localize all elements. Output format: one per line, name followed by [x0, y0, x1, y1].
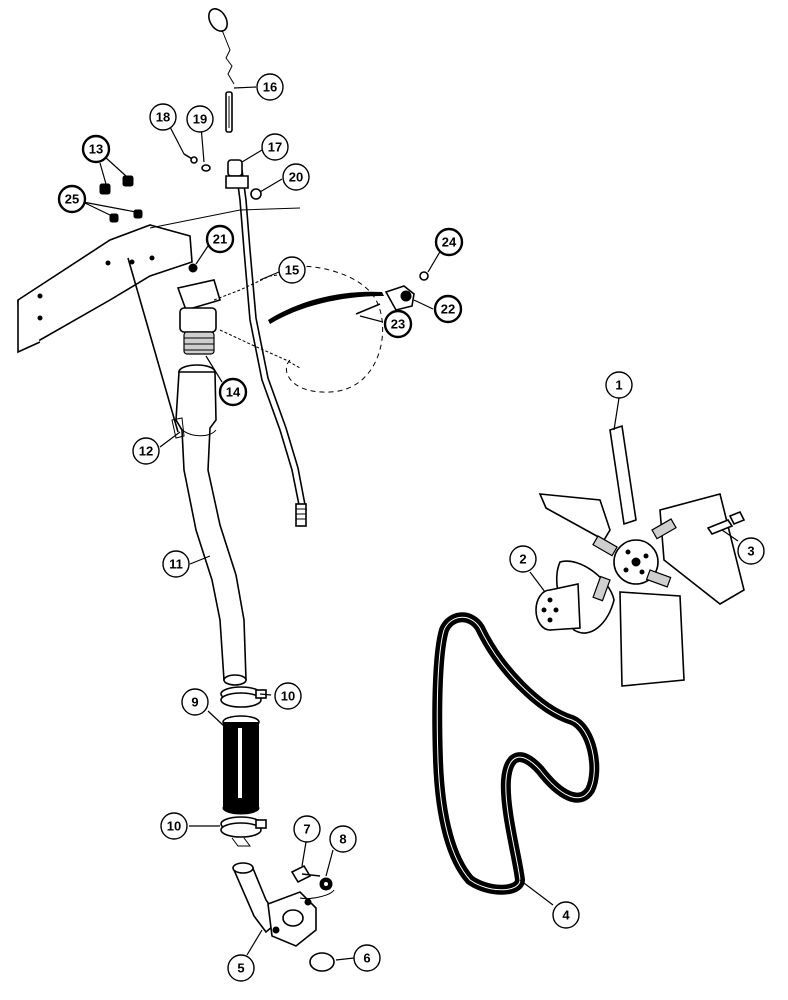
- callout-19: 19: [186, 105, 214, 133]
- svg-text:16: 16: [263, 80, 277, 95]
- svg-text:13: 13: [89, 142, 103, 157]
- lower-hose-clamp: [220, 816, 267, 838]
- gasket: [309, 952, 335, 972]
- svg-text:2: 2: [519, 552, 526, 567]
- callout-3: 3: [737, 537, 765, 565]
- dipstick-tube: [235, 169, 307, 527]
- svg-text:11: 11: [169, 557, 183, 572]
- callout-16: 16: [256, 73, 284, 101]
- callout-12: 12: [132, 437, 160, 465]
- callout-4: 4: [552, 901, 580, 929]
- small-hardware: [183, 153, 262, 200]
- callout-6: 6: [353, 944, 381, 972]
- chain-clip: [355, 271, 429, 315]
- svg-text:22: 22: [441, 302, 455, 317]
- hose: [222, 715, 260, 815]
- callout-15: 15: [278, 256, 306, 284]
- svg-text:21: 21: [213, 232, 227, 247]
- callout-23: 23: [383, 309, 413, 339]
- filler-pipe: [175, 364, 247, 686]
- callout-17: 17: [261, 133, 289, 161]
- svg-text:7: 7: [303, 822, 310, 837]
- svg-text:18: 18: [156, 110, 170, 125]
- callout-14: 14: [218, 377, 248, 407]
- svg-text:9: 9: [191, 695, 198, 710]
- callout-20: 20: [282, 163, 310, 191]
- callout-10-lower: 10: [160, 812, 188, 840]
- retaining-chain: [213, 265, 384, 393]
- callout-24: 24: [434, 227, 464, 257]
- leader-lines: [82, 86, 739, 961]
- svg-text:4: 4: [562, 908, 570, 923]
- svg-text:10: 10: [281, 689, 295, 704]
- filler-cap: [176, 263, 221, 355]
- callout-25: 25: [57, 184, 87, 214]
- svg-text:6: 6: [363, 951, 370, 966]
- callout-5: 5: [227, 954, 255, 982]
- svg-text:20: 20: [289, 170, 303, 185]
- callout-9: 9: [181, 688, 209, 716]
- svg-text:15: 15: [285, 263, 299, 278]
- callout-7: 7: [293, 815, 321, 843]
- tube-clamp: [225, 159, 249, 189]
- upper-hose-clamp: [220, 686, 267, 708]
- fan-spacer: [535, 583, 581, 631]
- callout-22: 22: [433, 294, 463, 324]
- callout-2: 2: [509, 545, 537, 573]
- svg-text:5: 5: [237, 961, 244, 976]
- svg-text:23: 23: [391, 317, 405, 332]
- svg-text:12: 12: [139, 444, 153, 459]
- svg-text:10: 10: [167, 819, 181, 834]
- callout-1: 1: [605, 371, 633, 399]
- elbow-fitting: [231, 837, 317, 947]
- dipstick: [208, 8, 235, 133]
- support-rod: [127, 257, 185, 439]
- svg-text:8: 8: [339, 832, 346, 847]
- svg-text:17: 17: [268, 140, 282, 155]
- wire: [299, 889, 335, 899]
- callout-13: 13: [81, 134, 111, 164]
- callout-8: 8: [329, 825, 357, 853]
- fan-bolt: [706, 510, 746, 535]
- svg-text:3: 3: [747, 544, 754, 559]
- svg-text:25: 25: [65, 192, 79, 207]
- serpentine-belt: [432, 612, 600, 895]
- washer: [319, 877, 333, 891]
- svg-text:19: 19: [193, 112, 207, 127]
- callout-11: 11: [162, 550, 190, 578]
- svg-text:14: 14: [226, 385, 241, 400]
- callout-18: 18: [149, 103, 177, 131]
- callout-10-upper: 10: [274, 682, 302, 710]
- svg-text:1: 1: [615, 378, 622, 393]
- fan: [538, 424, 745, 687]
- bolt: [290, 864, 321, 884]
- callout-21: 21: [205, 224, 235, 254]
- svg-text:24: 24: [442, 235, 457, 250]
